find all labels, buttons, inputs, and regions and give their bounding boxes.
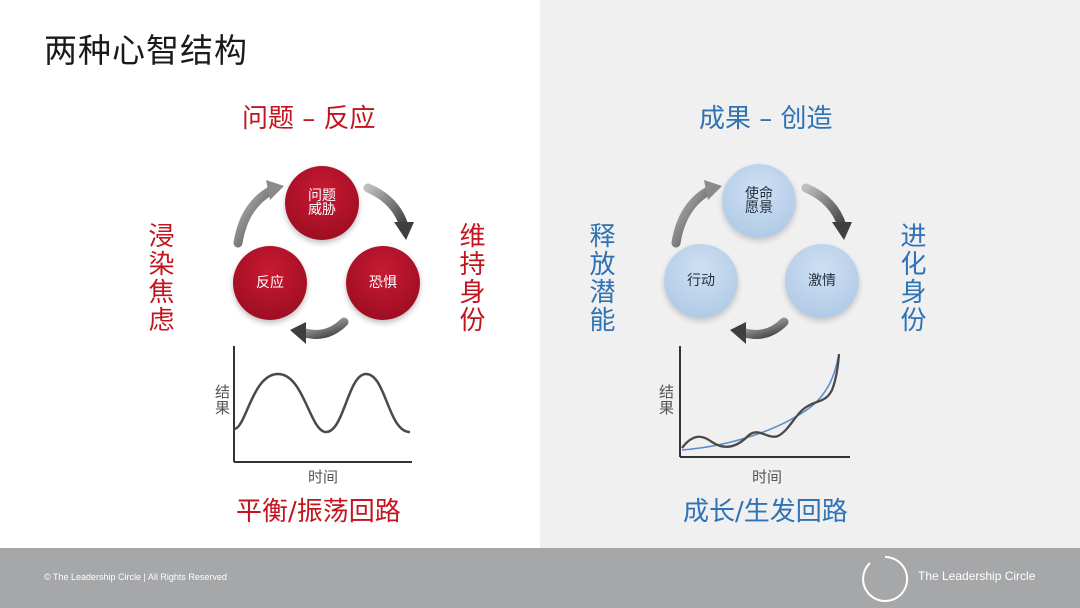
creative-graph-growth-curve [681,353,841,449]
creative-arrow-top-to-right [801,183,852,240]
creative-arrow-left-to-top [671,180,722,248]
creative-graph-x-label: 时间 [752,468,783,486]
creative-node-purpose-vision-label: 使命 愿景 [745,186,773,216]
creative-graph-y-label: 结果 [657,384,675,416]
reactive-arrow-left-to-top [233,180,284,248]
copyright-text: © The Leadership Circle | All Rights Res… [44,572,227,582]
creative-node-purpose-vision: 使命 愿景 [722,164,796,238]
reactive-node-problem-threat: 问题 威胁 [285,166,359,240]
creative-cycle-arrows [671,180,852,344]
reactive-graph-x-label: 时间 [308,468,339,486]
creative-heading: 成果 – 创造 [699,104,833,134]
leadership-circle-logo-icon [862,555,909,602]
creative-node-action: 行动 [664,244,738,318]
reactive-node-fear-label: 恐惧 [369,275,397,291]
reactive-oscillation-graph [233,346,412,463]
creative-growth-graph [679,346,850,458]
reactive-arrow-top-to-right [363,183,414,240]
reactive-cycle-arrows [233,180,414,344]
brand-name: The Leadership Circle [918,569,1036,583]
creative-arrow-right-to-left [730,317,789,344]
reactive-heading: 问题 – 反应 [242,104,376,134]
creative-loop-label: 成长/生发回路 [683,497,848,527]
reactive-node-problem-threat-label: 问题 威胁 [308,188,336,218]
creative-node-passion-label: 激情 [808,273,836,289]
reactive-loop-label: 平衡/振荡回路 [236,497,401,527]
creative-node-passion: 激情 [785,244,859,318]
creative-right-label: 进化身份 [896,222,926,334]
reactive-arrow-right-to-left [290,317,349,344]
reactive-node-fear: 恐惧 [346,246,420,320]
page-title: 两种心智结构 [44,31,248,70]
reactive-left-label: 浸染焦虑 [144,222,174,334]
reactive-node-reaction: 反应 [233,246,307,320]
reactive-right-label: 维持身份 [455,222,485,334]
reactive-graph-oscillation-curve [233,372,411,434]
reactive-node-reaction-label: 反应 [256,275,284,291]
footer-bar: © The Leadership Circle | All Rights Res… [0,548,1080,608]
creative-node-action-label: 行动 [687,273,715,289]
reactive-graph-y-label: 结果 [213,384,231,416]
creative-left-label: 释放潜能 [585,222,615,334]
